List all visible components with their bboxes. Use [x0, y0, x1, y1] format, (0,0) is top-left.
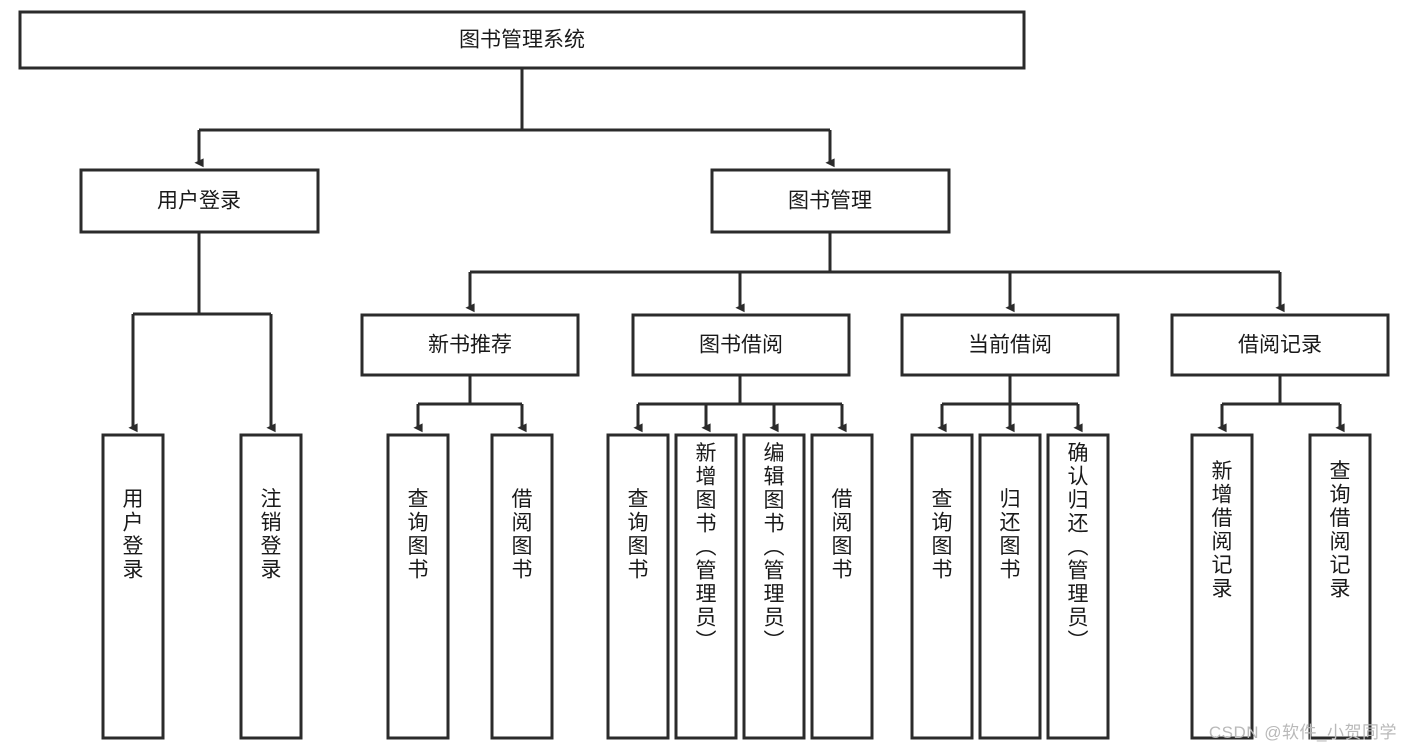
node-leaf-add-borrow-record[interactable]: 新增借阅记录	[1190, 433, 1254, 740]
node-leaf-query-book-2-label: 查询图书	[628, 488, 649, 582]
node-leaf-user-login[interactable]: 用户登录	[101, 433, 165, 740]
node-leaf-query-book-3-label: 查询图书	[932, 488, 953, 582]
node-leaf-query-book-3-box	[910, 433, 974, 740]
node-new-book-recommend-box	[360, 313, 580, 377]
node-leaf-user-login-box	[101, 433, 165, 740]
node-leaf-edit-book[interactable]: 编辑图书︵管理员︶	[742, 433, 806, 740]
node-leaf-borrow-book-2-box	[810, 433, 874, 740]
node-leaf-user-logout-box	[239, 433, 303, 740]
node-user-login-label: 用户登录	[157, 190, 241, 213]
node-leaf-borrow-book-1-box	[490, 433, 554, 740]
node-leaf-return-book-box	[978, 433, 1042, 740]
node-book-manage-label: 图书管理	[788, 190, 872, 213]
node-leaf-query-book-3[interactable]: 查询图书	[910, 433, 974, 740]
node-borrow-record-label: 借阅记录	[1238, 334, 1322, 357]
node-leaf-query-book-1-box	[386, 433, 450, 740]
node-leaf-return-book-label: 归还图书	[1000, 488, 1021, 582]
node-book-borrow[interactable]: 图书借阅	[631, 313, 851, 377]
node-current-borrow[interactable]: 当前借阅	[900, 313, 1120, 377]
node-root-label: 图书管理系统	[459, 29, 585, 52]
node-leaf-borrow-book-2[interactable]: 借阅图书	[810, 433, 874, 740]
node-leaf-query-book-1-label: 查询图书	[408, 488, 429, 582]
node-leaf-confirm-return[interactable]: 确认归还︵管理员︶	[1046, 433, 1110, 740]
node-leaf-user-logout[interactable]: 注销登录	[239, 433, 303, 740]
node-borrow-record-box	[1170, 313, 1390, 377]
node-root[interactable]: 图书管理系统	[18, 10, 1026, 70]
node-book-borrow-box	[631, 313, 851, 377]
node-new-book-recommend[interactable]: 新书推荐	[360, 313, 580, 377]
node-leaf-add-borrow-record-box	[1190, 433, 1254, 740]
node-root-box	[18, 10, 1026, 70]
node-user-login-box	[79, 168, 320, 234]
node-leaf-edit-book-label: 编辑图书︵管理员︶	[764, 442, 785, 653]
node-current-borrow-box	[900, 313, 1120, 377]
node-borrow-record[interactable]: 借阅记录	[1170, 313, 1390, 377]
node-book-manage[interactable]: 图书管理	[710, 168, 951, 234]
node-new-book-recommend-label: 新书推荐	[428, 334, 512, 357]
node-user-login[interactable]: 用户登录	[79, 168, 320, 234]
node-leaf-add-book-box	[674, 433, 738, 740]
node-leaf-confirm-return-label: 确认归还︵管理员︶	[1068, 442, 1089, 653]
node-leaf-add-book-label: 新增图书︵管理员︶	[696, 442, 717, 653]
connector-group	[128, 68, 1345, 433]
node-current-borrow-label: 当前借阅	[968, 334, 1052, 357]
node-leaf-borrow-book-2-label: 借阅图书	[832, 488, 853, 582]
node-leaf-add-borrow-record-label: 新增借阅记录	[1212, 460, 1233, 601]
node-book-borrow-label: 图书借阅	[699, 334, 783, 357]
node-leaf-borrow-book-1-label: 借阅图书	[512, 488, 533, 582]
node-leaf-query-book-1[interactable]: 查询图书	[386, 433, 450, 740]
node-leaf-user-login-label: 用户登录	[123, 488, 144, 582]
node-leaf-edit-book-box	[742, 433, 806, 740]
node-leaf-borrow-book-1[interactable]: 借阅图书	[490, 433, 554, 740]
node-leaf-add-book[interactable]: 新增图书︵管理员︶	[674, 433, 738, 740]
node-leaf-query-borrow-record-label: 查询借阅记录	[1330, 460, 1351, 601]
node-leaf-query-book-2-box	[606, 433, 670, 740]
node-leaf-query-book-2[interactable]: 查询图书	[606, 433, 670, 740]
node-leaf-query-borrow-record-box	[1308, 433, 1372, 740]
node-leaf-user-logout-label: 注销登录	[261, 488, 282, 582]
node-leaf-query-borrow-record[interactable]: 查询借阅记录	[1308, 433, 1372, 740]
node-leaf-return-book[interactable]: 归还图书	[978, 433, 1042, 740]
node-book-manage-box	[710, 168, 951, 234]
node-leaf-confirm-return-box	[1046, 433, 1110, 740]
